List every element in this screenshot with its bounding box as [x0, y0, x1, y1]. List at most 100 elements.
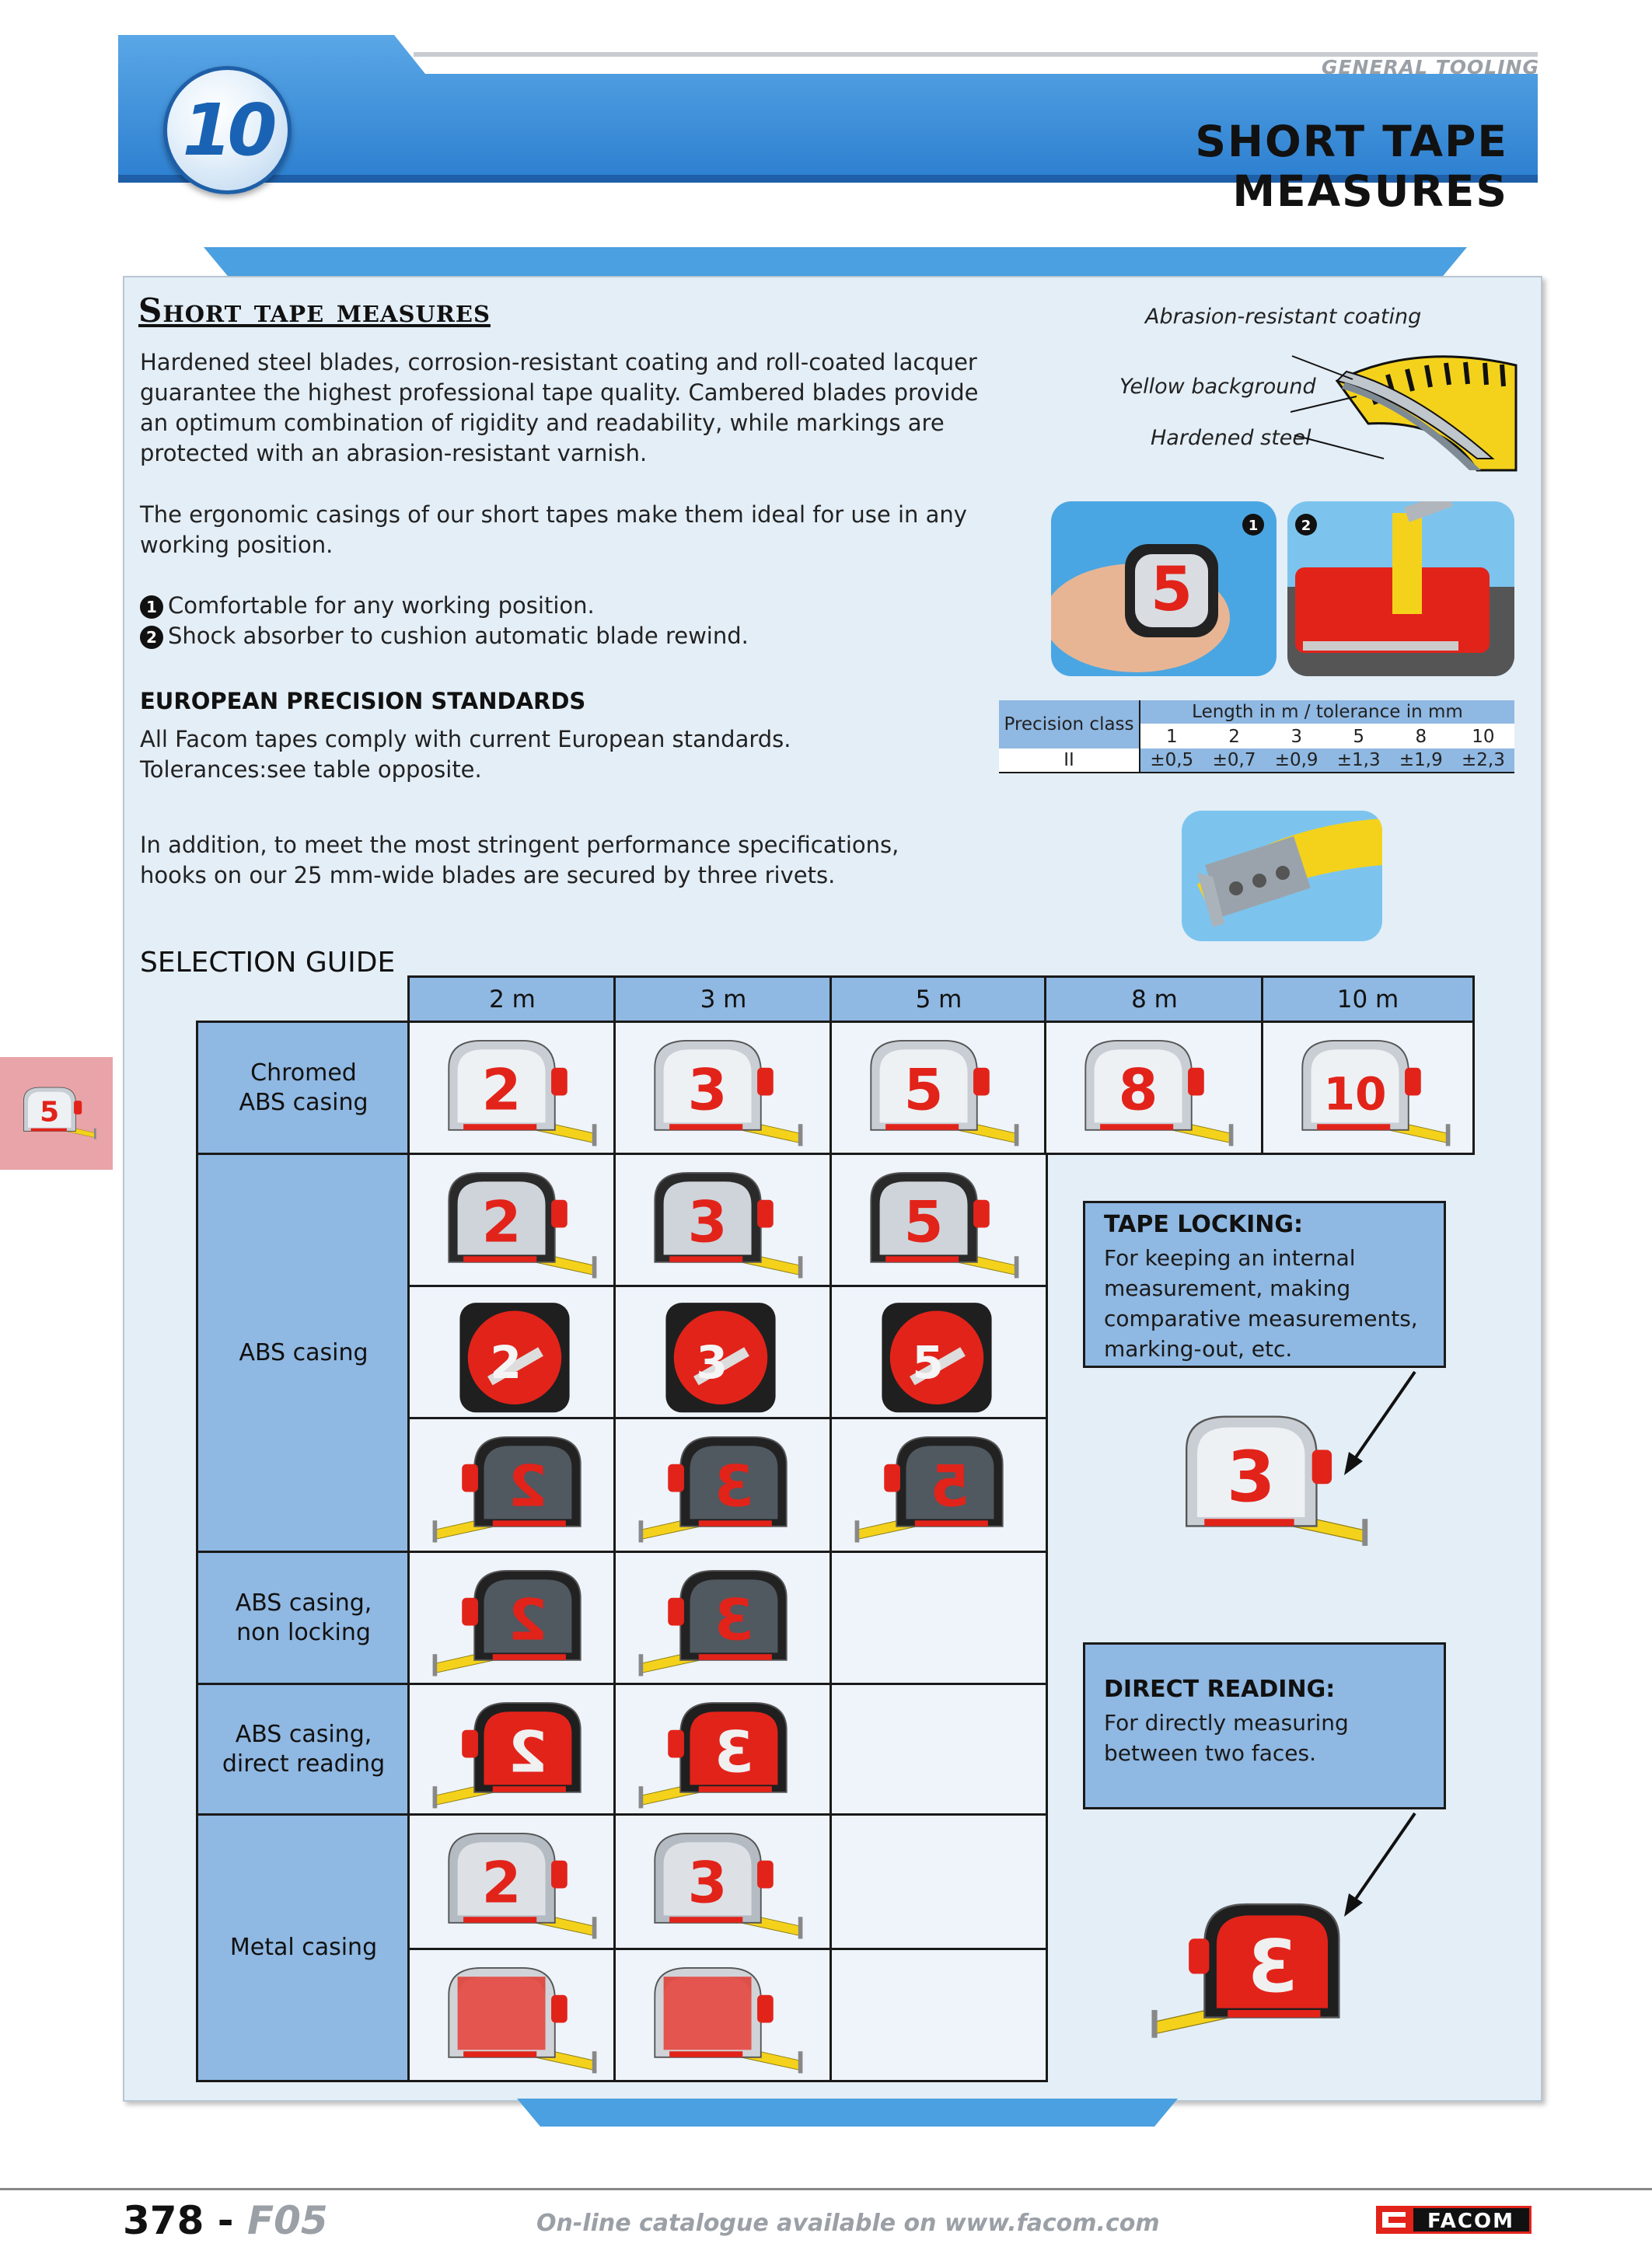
svg-text:5: 5	[904, 1057, 944, 1123]
product-cell: 2	[407, 1813, 617, 1950]
svg-text:2: 2	[482, 1057, 522, 1123]
tolerance-cell: ±1,3	[1336, 750, 1381, 770]
intro-heading: Short tape measures	[138, 291, 491, 330]
ergonomic-paragraph: The ergonomic casings of our short tapes…	[140, 501, 967, 558]
length-cell: 5	[1353, 727, 1365, 747]
svg-text:1: 1	[1249, 518, 1259, 534]
tape-locking-title: TAPE LOCKING:	[1104, 1211, 1303, 1238]
tape-measure-icon: 2	[432, 1570, 582, 1677]
svg-text:3: 3	[714, 1587, 753, 1653]
section-label: GENERAL TOOLING	[1321, 56, 1539, 79]
svg-text:3: 3	[696, 1336, 728, 1389]
product-cell: 5	[829, 1153, 1048, 1287]
product-cell: 2	[407, 1153, 617, 1287]
tape-measure-icon: 3	[1151, 1903, 1340, 2038]
direct-reading-title: DIRECT READING:	[1104, 1676, 1336, 1703]
svg-text:5: 5	[1151, 555, 1193, 625]
shock-absorber-photo: 2	[1287, 501, 1514, 676]
riveted-hook-photo	[1182, 811, 1382, 941]
svg-text:3: 3	[714, 1453, 753, 1520]
standards-heading: EUROPEAN PRECISION STANDARDS	[140, 688, 586, 714]
tape-measure-icon: 3	[1186, 1415, 1368, 1546]
tolerance-cell: ±2,3	[1461, 750, 1505, 770]
product-cell: 8	[1044, 1021, 1265, 1155]
tape-measure-icon: 3	[654, 1040, 803, 1146]
length-cell: 2	[1228, 727, 1240, 747]
svg-text:3: 3	[714, 1719, 753, 1785]
tolerance-cell: ±1,9	[1399, 750, 1443, 770]
tape-measure-icon: 3	[665, 1303, 776, 1413]
product-cell: 2	[407, 1683, 617, 1816]
precision-table: Precision class Length in m / tolerance …	[999, 700, 1514, 773]
product-cell: 2	[407, 1285, 617, 1419]
hand-holding-tape-photo: 5 1	[1051, 501, 1277, 676]
product-cell: 5	[829, 1285, 1048, 1419]
intro-paragraph: Hardened steel blades, corrosion-resista…	[140, 349, 979, 466]
tape-locking-box: TAPE LOCKING: For keeping an internal me…	[1083, 1201, 1446, 1368]
tape-locking-illustration: 3	[1151, 1395, 1384, 1574]
panel-top-tab	[204, 247, 1467, 280]
svg-text:3: 3	[688, 1850, 728, 1916]
tape-measure-icon: 10	[1301, 1040, 1451, 1146]
tape-measure-icon: 3	[654, 1833, 803, 1939]
svg-text:3: 3	[1227, 1436, 1276, 1518]
blade-cross-section-icon	[1291, 355, 1518, 472]
marker-1-icon: 1	[140, 595, 163, 619]
steel-label: Hardened steel	[1151, 426, 1311, 450]
chapter-badge: 10	[163, 66, 292, 194]
tolerance-cell: ±0,9	[1274, 750, 1318, 770]
background-label: Yellow background	[1119, 375, 1316, 399]
product-cell	[829, 1813, 1048, 1950]
tape-measure-icon: 2	[432, 1702, 582, 1809]
tape-measure-icon: 3	[638, 1702, 788, 1809]
length-cell: 8	[1415, 727, 1427, 747]
row-header: ABS casing	[196, 1153, 411, 1553]
panel-bottom-tab	[517, 2099, 1178, 2127]
product-cell: 3	[613, 1551, 833, 1685]
product-cell: 3	[613, 1683, 833, 1816]
svg-text:5: 5	[912, 1336, 944, 1389]
product-cell: 3	[613, 1285, 833, 1419]
coating-label: Abrasion-resistant coating	[1145, 305, 1422, 329]
facom-logo: FACOM	[1376, 2206, 1532, 2234]
tape-measure-icon: 2	[448, 1040, 597, 1146]
direct-reading-box: DIRECT READING: For directly measuring b…	[1083, 1642, 1446, 1809]
tape-measure-icon: 5	[870, 1040, 1019, 1146]
length-cell: 10	[1472, 727, 1495, 747]
row-header: ABS casing,direct reading	[196, 1683, 411, 1816]
direct-reading-illustration: 3	[1135, 1881, 1376, 2067]
tape-measure-icon: 2	[448, 1172, 597, 1279]
product-cell	[829, 1948, 1048, 2082]
tape-locking-text: For keeping an internal measurement, mak…	[1104, 1245, 1418, 1362]
tolerance-cell: ±0,5	[1150, 750, 1194, 770]
tape-measure-icon	[448, 1967, 597, 2074]
svg-text:5: 5	[930, 1453, 969, 1520]
tape-measure-icon: 3	[638, 1436, 788, 1543]
precision-class-header: Precision class	[999, 700, 1140, 748]
svg-text:2: 2	[508, 1587, 547, 1653]
svg-text:2: 2	[508, 1453, 547, 1520]
product-cell	[829, 1551, 1048, 1685]
column-header: 2 m	[407, 975, 617, 1023]
column-header: 3 m	[613, 975, 833, 1023]
svg-text:2: 2	[1301, 518, 1311, 534]
header-band	[118, 35, 1538, 183]
tape-measure-icon: 2	[448, 1833, 597, 1939]
product-cell: 3	[613, 1813, 833, 1950]
product-cell: 2	[407, 1021, 617, 1155]
page-code: F05	[246, 2198, 328, 2243]
row-header: Metal casing	[196, 1813, 411, 2082]
tape-measure-icon: 5	[23, 1087, 96, 1139]
svg-text:3: 3	[688, 1189, 728, 1255]
column-header: 8 m	[1044, 975, 1265, 1023]
product-cell	[829, 1683, 1048, 1816]
footer-url-text: On-line catalogue available on www.facom…	[536, 2210, 1160, 2237]
product-cell	[407, 1948, 617, 2082]
class-cell: II	[999, 748, 1140, 773]
tape-measure-icon: 3	[638, 1570, 788, 1677]
tape-measure-icon	[654, 1967, 803, 2074]
product-cell: 3	[613, 1417, 833, 1553]
